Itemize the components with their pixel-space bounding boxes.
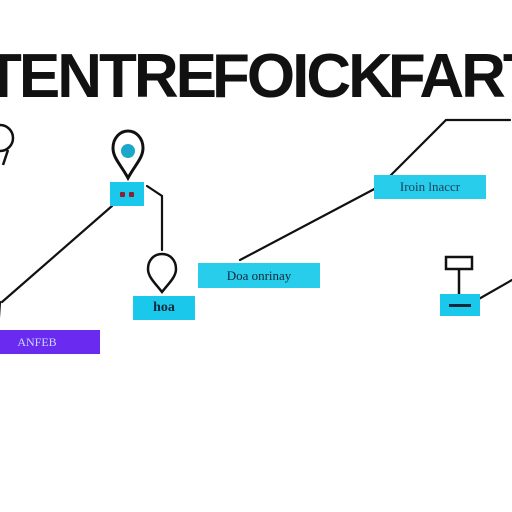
padlock-icon bbox=[444, 255, 474, 294]
map-pin-outline-icon bbox=[146, 252, 178, 295]
connector-line bbox=[378, 118, 512, 188]
title-word-1: TENTRE bbox=[0, 46, 217, 108]
node-box-g: ANFEB bbox=[0, 330, 100, 354]
title-word-2: FOICK bbox=[212, 46, 393, 108]
node-label: ANFEB bbox=[17, 334, 57, 349]
title-word-3: FARTINEAT bbox=[387, 46, 512, 108]
node-label: Doa onrinay bbox=[226, 267, 292, 283]
node-bar bbox=[449, 303, 471, 307]
connector-line bbox=[238, 184, 382, 262]
node-dots bbox=[120, 191, 134, 197]
node-box-d: hoa bbox=[133, 296, 195, 320]
diagram-title: TENTREFOICKFARTINEAT bbox=[0, 46, 512, 108]
connector-line bbox=[0, 204, 114, 304]
node-box-e: Iroin lnaccr bbox=[374, 175, 486, 199]
map-pin-partial-icon bbox=[0, 123, 15, 166]
connector-line bbox=[145, 184, 164, 252]
node-box-c: Doa onrinay bbox=[198, 263, 320, 288]
node-box-f bbox=[440, 294, 480, 316]
node-label: hoa bbox=[153, 300, 175, 315]
map-pin-icon bbox=[111, 129, 145, 182]
node-box-a bbox=[110, 182, 144, 206]
node-label: Iroin lnaccr bbox=[399, 179, 461, 194]
